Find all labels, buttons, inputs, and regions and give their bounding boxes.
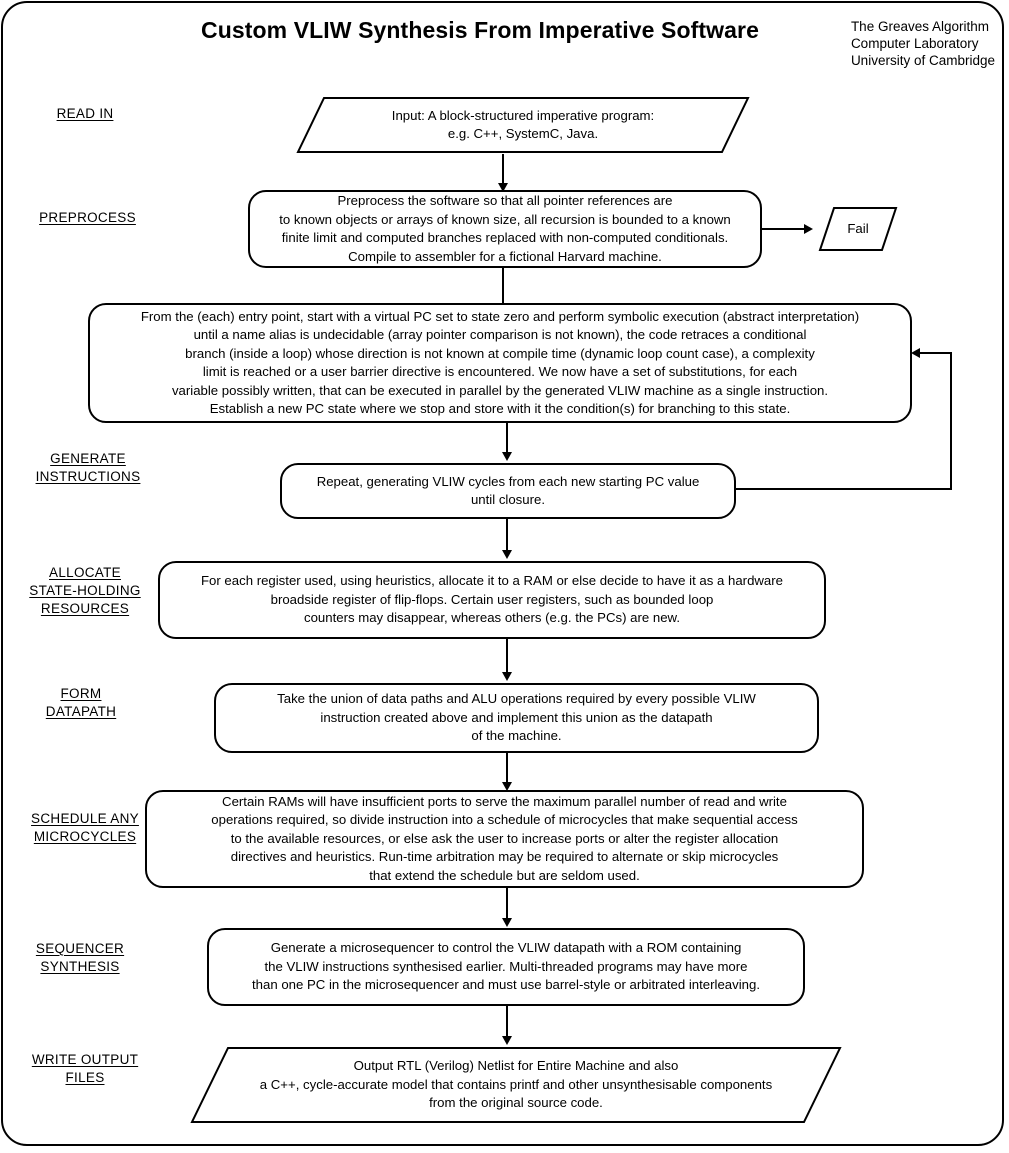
node-sequencer-synthesis-line-3: than one PC in the microsequencer and mu… <box>252 977 760 993</box>
node-repeat-text: Repeat, generating VLIW cycles from each… <box>307 473 710 510</box>
arrowhead-input-to-preprocess <box>498 183 508 192</box>
arrowhead-feedback-loop <box>911 348 920 358</box>
node-fail-line-1: Fail <box>847 220 869 236</box>
connector-sequencer-to-output <box>506 1006 508 1040</box>
node-schedule-microcycles-line-1: Certain RAMs will have insufficient port… <box>222 793 787 809</box>
node-schedule-microcycles-line-4: directives and heuristics. Run-time arbi… <box>230 849 779 865</box>
stage-label-schedule-any-microcycles: SCHEDULE ANY MICROCYCLES <box>31 811 139 844</box>
node-form-datapath-line-1: Take the union of data paths and ALU ope… <box>277 691 756 707</box>
feedback-loop-top-segment <box>920 352 952 354</box>
node-input[interactable]: Input: A block-structured imperative pro… <box>296 96 750 154</box>
node-allocate-state-text: For each register used, using heuristics… <box>191 572 793 628</box>
node-input-line-2: e.g. C++, SystemC, Java. <box>447 126 599 141</box>
arrowhead-symbolic-to-repeat <box>502 452 512 461</box>
node-symbolic-execution-line-3: branch (inside a loop) whose direction i… <box>185 345 815 361</box>
arrowhead-preprocess-to-fail <box>804 224 813 234</box>
affiliation-line-1: The Greaves Algorithm <box>850 19 989 34</box>
arrowhead-sequencer-to-output <box>502 1036 512 1045</box>
node-preprocess-text: Preprocess the software so that all poin… <box>269 192 741 266</box>
node-preprocess-line-1: Preprocess the software so that all poin… <box>337 193 673 208</box>
connector-allocate-to-datapath <box>506 639 508 675</box>
stage-label-write-output-files: WRITE OUTPUT FILES <box>31 1052 139 1085</box>
node-output-files-line-2: a C++, cycle-accurate model that contain… <box>259 1076 773 1092</box>
connector-symbolic-to-repeat <box>506 423 508 455</box>
node-fail-text: Fail <box>818 206 898 252</box>
node-fail[interactable]: Fail <box>818 206 898 252</box>
page-title: Custom VLIW Synthesis From Imperative So… <box>201 17 759 43</box>
node-symbolic-execution-line-2: until a name alias is undecidable (array… <box>193 327 807 342</box>
arrowhead-microcycles-to-sequencer <box>502 918 512 927</box>
node-symbolic-execution[interactable]: From the (each) entry point, start with … <box>88 303 912 423</box>
node-input-line-1: Input: A block-structured imperative pro… <box>391 107 655 123</box>
affiliation-line-3: University of Cambridge <box>850 53 995 68</box>
node-form-datapath[interactable]: Take the union of data paths and ALU ope… <box>214 683 819 753</box>
feedback-loop-right-segment <box>950 352 952 490</box>
parallelogram-shape <box>190 1047 842 1123</box>
node-repeat-line-1: Repeat, generating VLIW cycles from each… <box>316 473 700 489</box>
arrowhead-repeat-to-allocate <box>502 550 512 559</box>
stage-label-read-in: READ IN <box>56 106 114 121</box>
connector-datapath-to-microcycles <box>506 753 508 785</box>
node-symbolic-execution-line-6: Establish a new PC state where we stop a… <box>209 401 791 416</box>
node-sequencer-synthesis-line-1: Generate a microsequencer to control the… <box>270 940 742 956</box>
affiliation-line-2: Computer Laboratory <box>850 36 979 51</box>
feedback-loop-bottom-segment <box>736 488 952 490</box>
node-allocate-state-line-2: broadside register of flip-flops. Certai… <box>270 591 714 607</box>
connector-input-to-preprocess <box>502 154 504 186</box>
node-output-files-line-1: Output RTL (Verilog) Netlist for Entire … <box>353 1058 679 1074</box>
node-schedule-microcycles-text: Certain RAMs will have insufficient port… <box>201 793 807 886</box>
parallelogram-shape <box>296 97 750 153</box>
node-sequencer-synthesis-text: Generate a microsequencer to control the… <box>242 939 770 995</box>
node-symbolic-execution-line-1: From the (each) entry point, start with … <box>140 308 860 324</box>
node-output-files-line-3: from the original source code. <box>429 1095 603 1111</box>
node-preprocess-line-2: to known objects or arrays of known size… <box>279 211 731 227</box>
node-allocate-state-line-3: counters may disappear, whereas others (… <box>303 610 681 626</box>
node-sequencer-synthesis-line-2: the VLIW instructions synthesised earlie… <box>264 958 748 974</box>
node-schedule-microcycles-line-3: to the available resources, or else ask … <box>230 830 779 846</box>
node-allocate-state[interactable]: For each register used, using heuristics… <box>158 561 826 639</box>
stage-label-generate-instructions: GENERATE INSTRUCTIONS <box>35 451 141 484</box>
node-form-datapath-text: Take the union of data paths and ALU ope… <box>267 690 766 746</box>
node-allocate-state-line-1: For each register used, using heuristics… <box>200 573 783 589</box>
node-schedule-microcycles-line-2: operations required, so divide instructi… <box>211 812 798 828</box>
node-symbolic-execution-line-5: variable possibly written, that can be e… <box>171 382 829 398</box>
node-preprocess-line-4: Compile to assembler for a fictional Har… <box>348 248 662 264</box>
arrowhead-datapath-to-microcycles <box>502 782 512 791</box>
node-schedule-microcycles[interactable]: Certain RAMs will have insufficient port… <box>145 790 864 888</box>
node-preprocess[interactable]: Preprocess the software so that all poin… <box>248 190 762 268</box>
node-sequencer-synthesis[interactable]: Generate a microsequencer to control the… <box>207 928 805 1006</box>
node-form-datapath-line-3: of the machine. <box>471 728 562 744</box>
connector-preprocess-to-fail <box>762 228 806 230</box>
connector-preprocess-to-symbolic <box>502 268 504 303</box>
connector-microcycles-to-sequencer <box>506 888 508 922</box>
node-output-files-text: Output RTL (Verilog) Netlist for Entire … <box>190 1046 842 1124</box>
node-repeat[interactable]: Repeat, generating VLIW cycles from each… <box>280 463 736 519</box>
affiliation-block: The Greaves Algorithm Computer Laborator… <box>851 18 995 69</box>
node-symbolic-execution-line-4: limit is reached or a user barrier direc… <box>202 364 798 379</box>
node-repeat-line-2: until closure. <box>470 492 546 507</box>
node-schedule-microcycles-line-5: that extend the schedule but are seldom … <box>369 867 640 883</box>
node-form-datapath-line-2: instruction created above and implement … <box>320 709 713 725</box>
node-input-text: Input: A block-structured imperative pro… <box>296 96 750 154</box>
node-symbolic-execution-text: From the (each) entry point, start with … <box>131 308 869 419</box>
arrowhead-allocate-to-datapath <box>502 672 512 681</box>
node-output-files[interactable]: Output RTL (Verilog) Netlist for Entire … <box>190 1046 842 1124</box>
parallelogram-shape <box>818 207 898 251</box>
stage-label-form-datapath: FORM DATAPATH <box>45 686 117 719</box>
connector-repeat-to-allocate <box>506 519 508 553</box>
stage-label-sequencer-synthesis: SEQUENCER SYNTHESIS <box>35 941 125 974</box>
node-preprocess-line-3: finite limit and computed branches repla… <box>281 230 729 245</box>
stage-label-allocate-state-holding-resources: ALLOCATE STATE-HOLDING RESOURCES <box>29 565 141 616</box>
stage-label-preprocess: PREPROCESS <box>39 210 136 225</box>
